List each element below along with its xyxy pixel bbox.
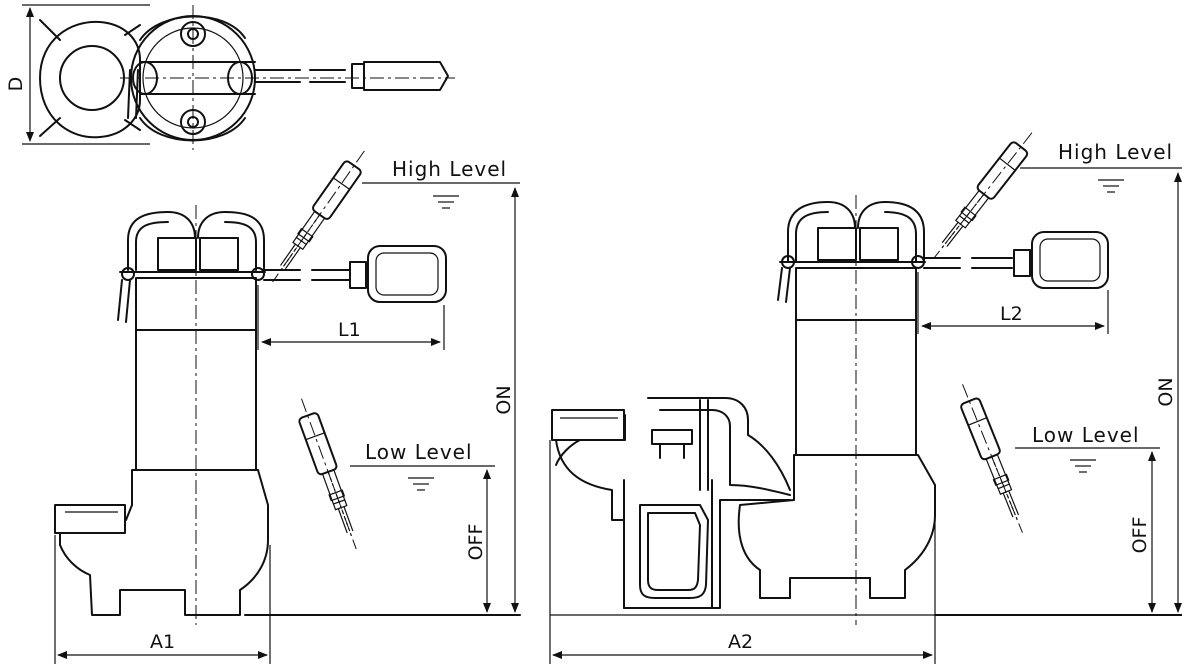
low-level-right-label: Low Level bbox=[1032, 423, 1140, 447]
a1-label: A1 bbox=[150, 631, 175, 653]
high-level-left-label: High Level bbox=[392, 157, 507, 181]
l2-label: L2 bbox=[1000, 303, 1023, 325]
off-left-label: OFF bbox=[465, 524, 487, 561]
off-right-label: OFF bbox=[1129, 517, 1151, 554]
d-label: D bbox=[5, 77, 27, 92]
right-pump bbox=[549, 125, 1182, 664]
on-right-label: ON bbox=[1155, 377, 1177, 406]
on-left-label: ON bbox=[493, 385, 515, 414]
high-level-right-label: High Level bbox=[1058, 140, 1173, 164]
left-pump bbox=[54, 144, 521, 664]
l1-label: L1 bbox=[338, 319, 361, 341]
a2-label: A2 bbox=[728, 631, 753, 653]
top-view bbox=[22, 4, 455, 150]
low-level-left-label: Low Level bbox=[365, 440, 473, 464]
